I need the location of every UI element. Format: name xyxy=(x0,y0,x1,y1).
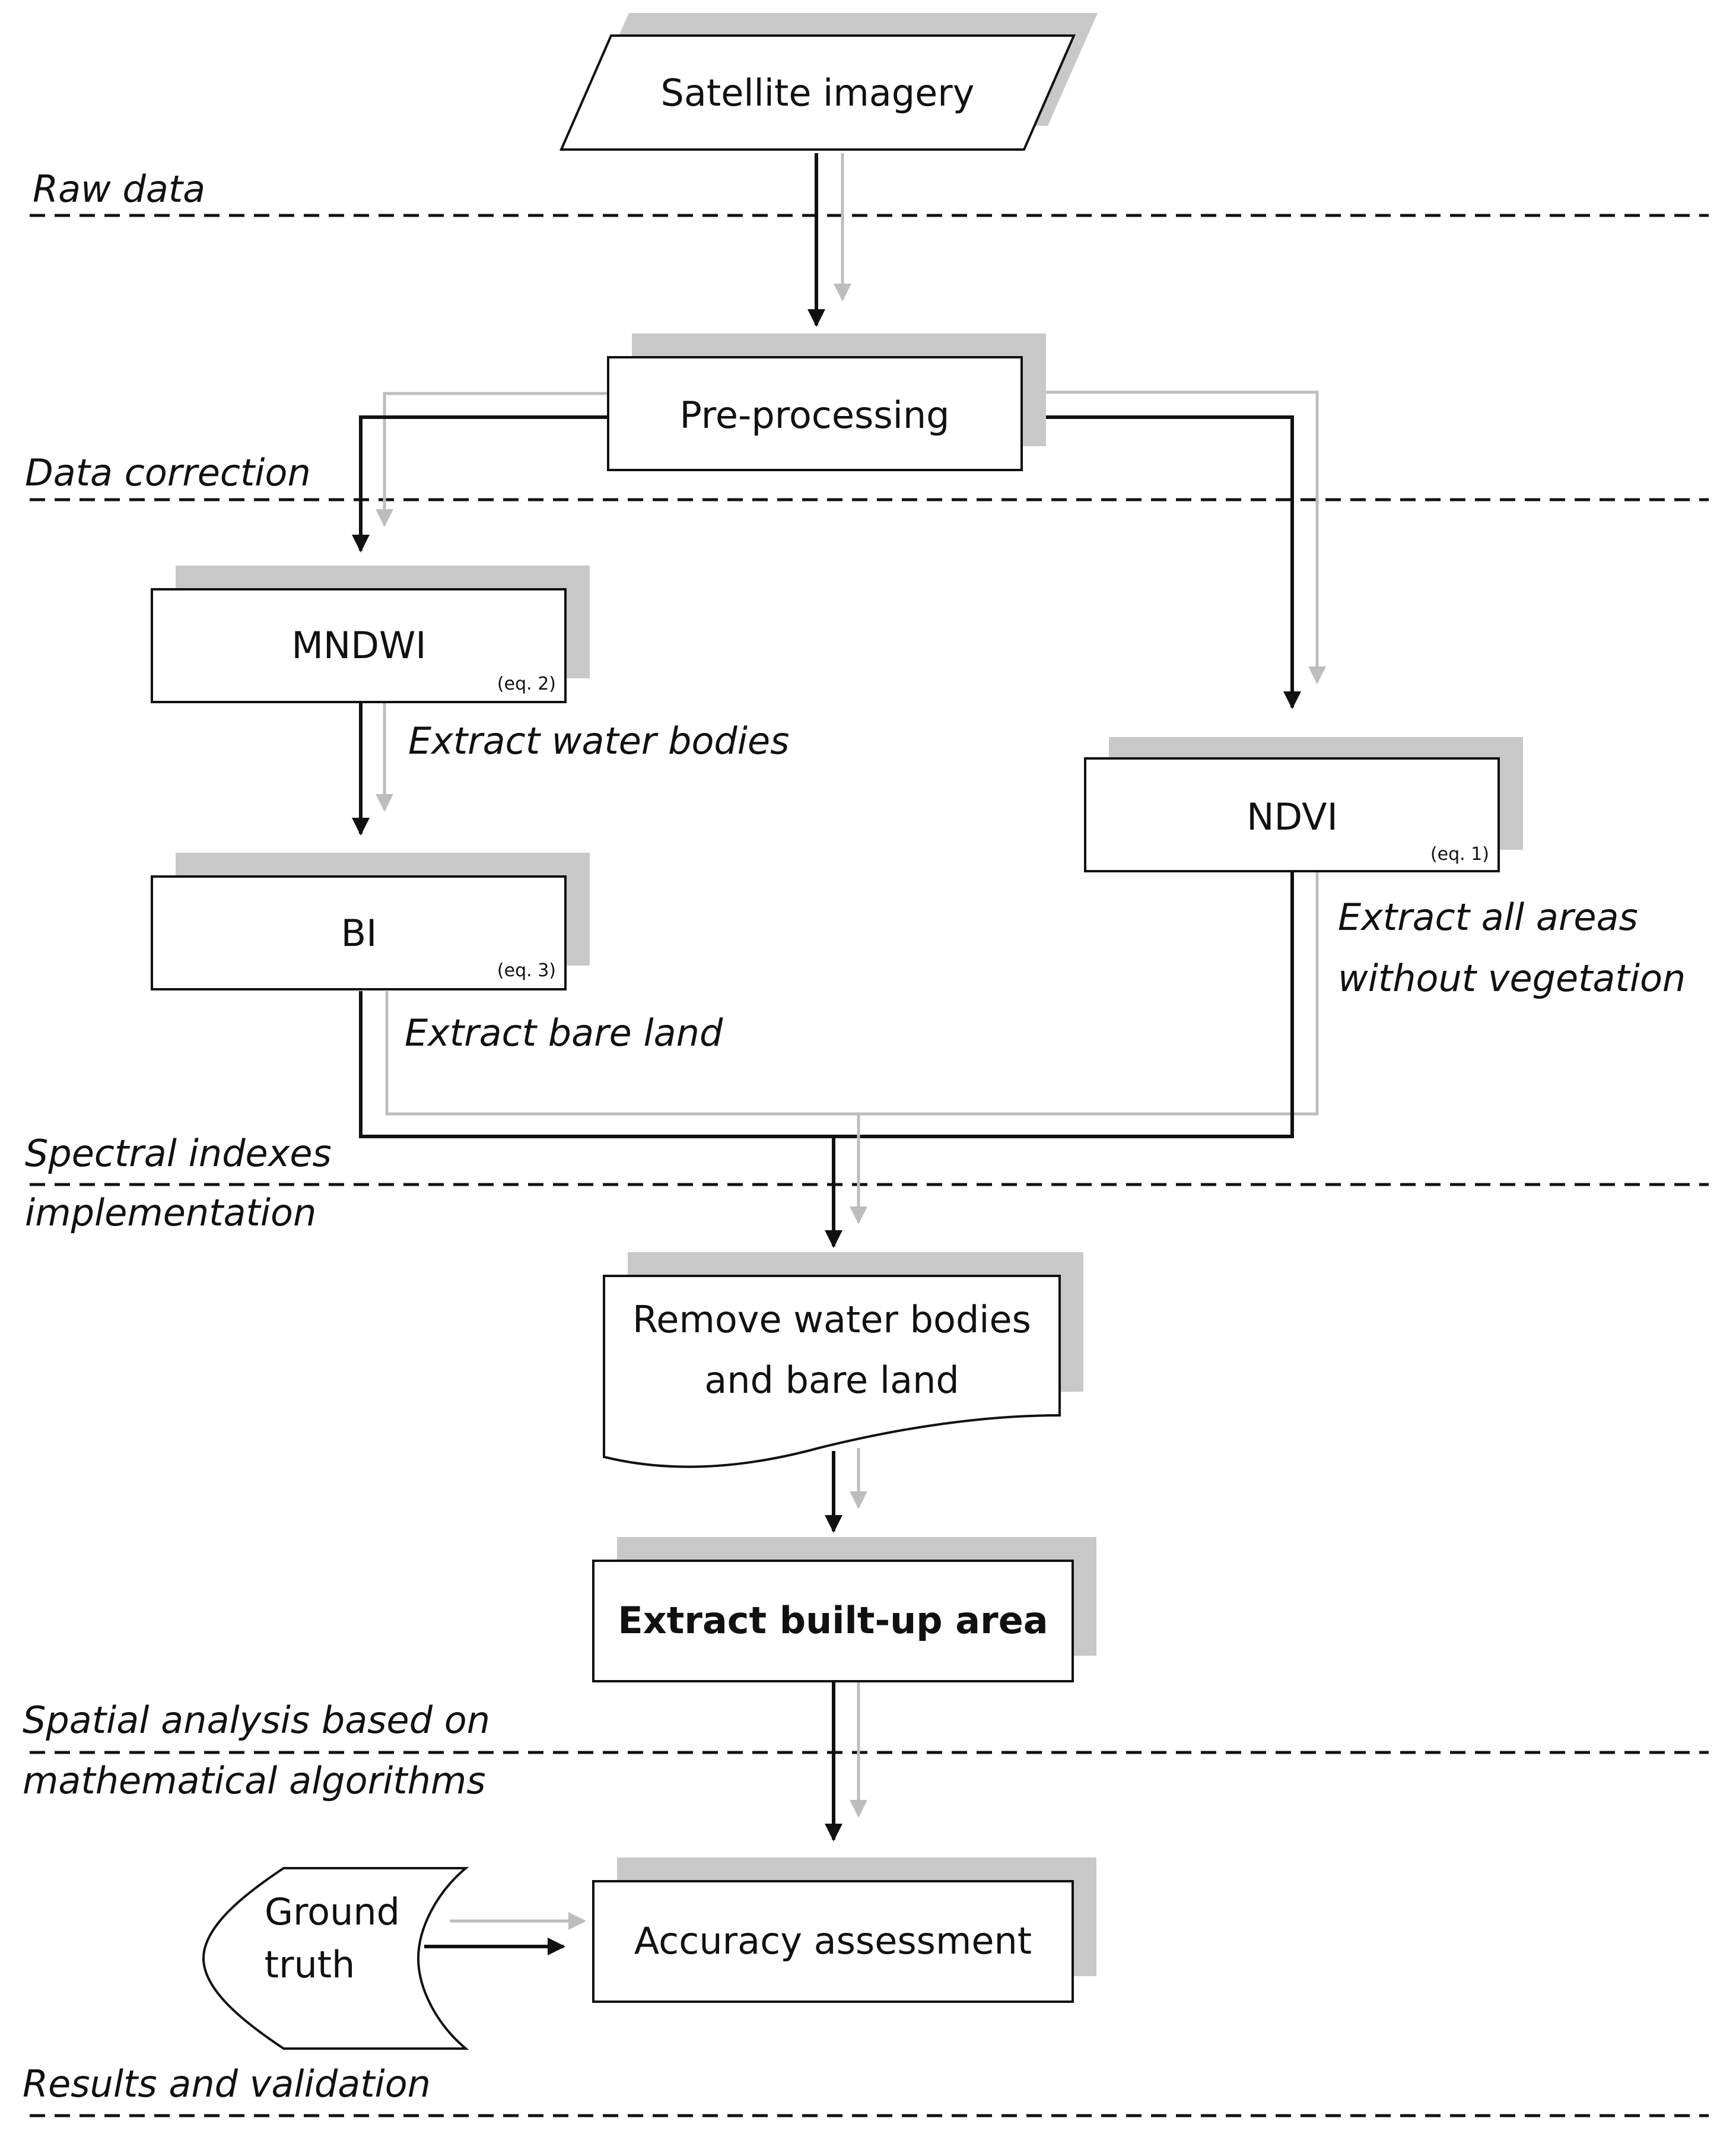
ndvi-label: NDVI xyxy=(1247,795,1338,839)
ground-truth-label-line-2: truth xyxy=(265,1943,355,1986)
ground-truth-node: Ground truth xyxy=(202,1867,469,2050)
ndvi-equation-ref: (eq. 1) xyxy=(1430,844,1489,865)
connector-black-pre-ndvi xyxy=(1022,415,1301,709)
remove-water-bare-node: Remove water bodies and bare land xyxy=(603,1252,1083,1468)
accuracy-assessment-label: Accuracy assessment xyxy=(634,1919,1032,1963)
stage-label-spatial-1: Spatial analysis based on xyxy=(23,1698,490,1742)
stage-label-correction: Data correction xyxy=(25,451,311,494)
connector-black-pre-mndwi xyxy=(352,415,608,552)
note-extract-no-veg-2: without vegetation xyxy=(1338,957,1686,1000)
extract-builtup-node: Extract built-up area xyxy=(592,1537,1096,1682)
remove-label-line-1: Remove water bodies xyxy=(632,1298,1031,1341)
stage-label-results: Results and validation xyxy=(23,2062,431,2106)
extract-builtup-label: Extract built-up area xyxy=(618,1599,1048,1642)
note-extract-water: Extract water bodies xyxy=(408,719,789,763)
note-extract-no-veg-1: Extract all areas xyxy=(1338,896,1638,939)
connector-gray-pre-ndvi xyxy=(1022,390,1326,684)
ndvi-node: NDVI (eq. 1) xyxy=(1084,737,1523,872)
bi-node: BI (eq. 3) xyxy=(151,853,590,990)
stage-label-spectral-2: implementation xyxy=(25,1191,316,1234)
stage-label-spatial-2: mathematical algorithms xyxy=(23,1759,486,1802)
stage-label-raw: Raw data xyxy=(33,167,205,211)
connector-black-merge xyxy=(359,872,1294,1138)
bi-equation-ref: (eq. 3) xyxy=(497,960,556,981)
mndwi-equation-ref: (eq. 2) xyxy=(497,674,556,694)
connector-gray-pre-mndwi xyxy=(376,392,608,527)
satellite-imagery-label: Satellite imagery xyxy=(661,71,975,115)
note-extract-bare: Extract bare land xyxy=(405,1011,723,1055)
stage-label-spectral-1: Spectral indexes xyxy=(25,1132,332,1175)
remove-label-line-2: and bare land xyxy=(704,1358,959,1402)
preprocessing-label: Pre-processing xyxy=(679,393,949,437)
accuracy-assessment-node: Accuracy assessment xyxy=(592,1857,1096,2003)
preprocessing-node: Pre-processing xyxy=(607,334,1046,471)
mndwi-label: MNDWI xyxy=(291,624,426,667)
connector-gray-merge xyxy=(385,872,1319,1116)
mndwi-node: MNDWI (eq. 2) xyxy=(151,566,590,703)
ground-truth-label-line-1: Ground xyxy=(265,1890,400,1933)
bi-label: BI xyxy=(341,912,377,955)
satellite-imagery-node: Satellite imagery xyxy=(559,13,1098,151)
